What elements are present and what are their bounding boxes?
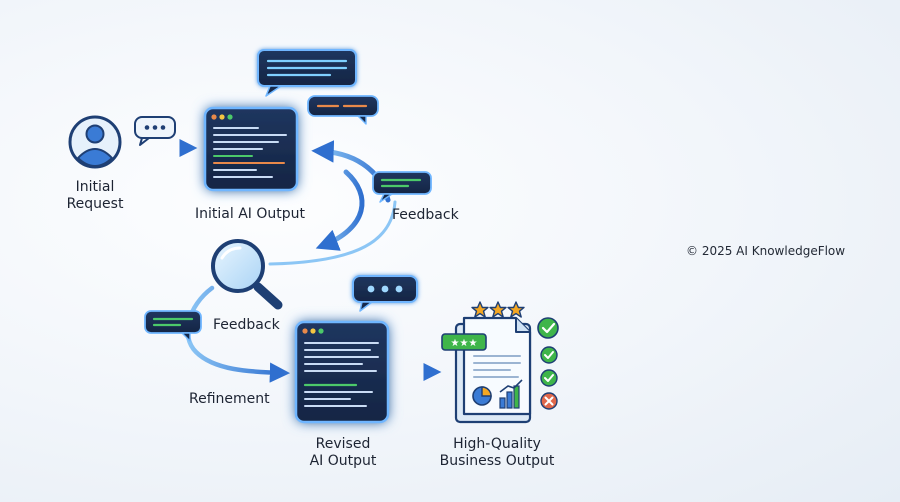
rating-banner: ★★★ — [441, 333, 487, 351]
label-business-output-line1: High-Quality — [453, 436, 541, 452]
label-feedback-top: Feedback — [392, 207, 459, 223]
pie-chart-icon — [472, 386, 492, 406]
label-revised-output-line1: Revised — [315, 436, 371, 452]
label-feedback-left: Feedback — [213, 317, 280, 333]
check-icon — [540, 346, 558, 364]
initial-output-screen — [203, 106, 299, 192]
user-avatar-icon — [68, 115, 122, 169]
chat-bubble-icon — [352, 275, 418, 312]
revised-output-screen — [294, 320, 390, 424]
check-icon — [540, 369, 558, 387]
label-business-output-line2: Business Output — [439, 453, 555, 469]
chat-bubble-icon — [307, 95, 379, 125]
cross-icon — [540, 392, 558, 410]
star-icon — [471, 301, 525, 318]
feedback-arc-lower — [315, 169, 365, 251]
label-business-output: High-Quality Business Output — [440, 436, 555, 470]
check-icon — [537, 317, 559, 339]
label-initial-request-line2: Request — [66, 196, 124, 212]
copyright-text: © 2025 AI KnowledgeFlow — [686, 244, 846, 258]
label-initial-output: Initial AI Output — [195, 206, 305, 222]
feedback-curve-left — [185, 285, 291, 383]
connector-line — [268, 200, 397, 266]
svg-text:★★★: ★★★ — [451, 338, 478, 349]
chat-bubble-icon — [257, 49, 357, 97]
label-revised-output-line2: AI Output — [309, 453, 377, 469]
label-refinement: Refinement — [189, 391, 270, 407]
chat-bubble-icon — [372, 171, 432, 203]
label-revised-output: Revised AI Output — [310, 436, 377, 470]
magnifier-icon — [211, 239, 283, 310]
label-initial-request-line1: Initial — [75, 179, 115, 195]
chat-bubble-icon — [134, 116, 176, 146]
bar-chart-icon — [499, 379, 523, 409]
chat-bubble-icon — [144, 310, 202, 342]
label-initial-request: Initial Request — [67, 179, 124, 213]
